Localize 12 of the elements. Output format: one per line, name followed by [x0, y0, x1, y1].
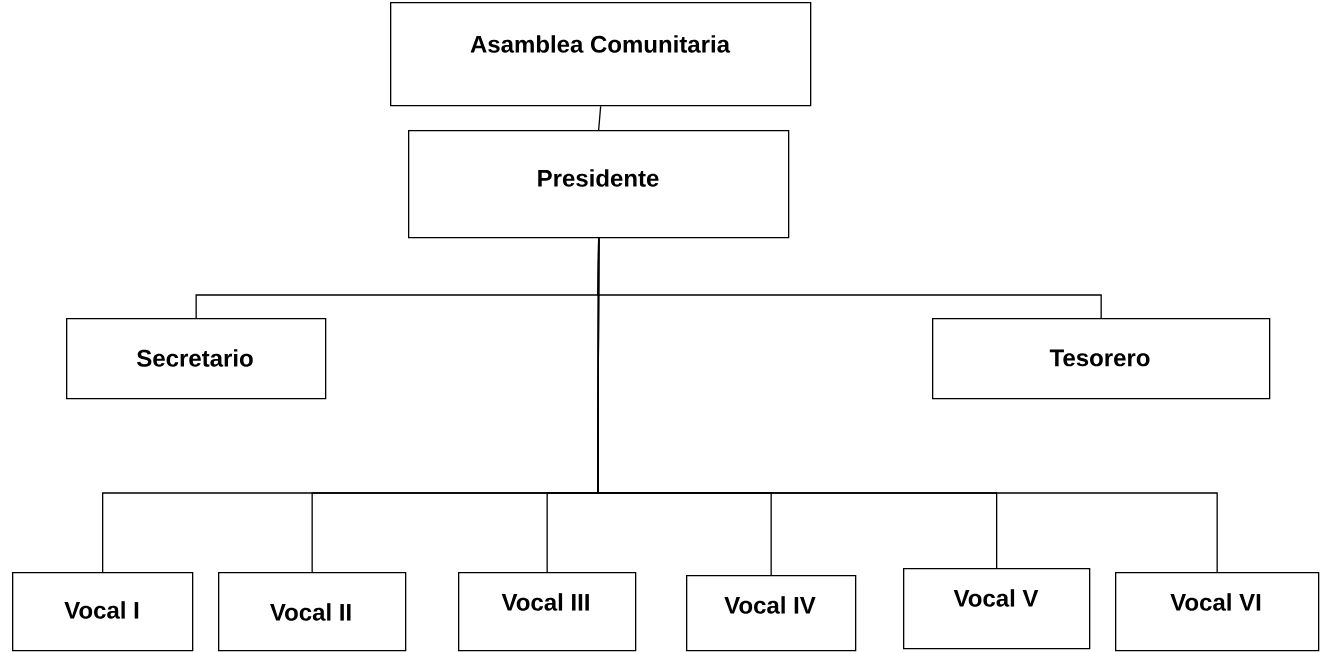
connector-line [598, 105, 602, 131]
org-box: Vocal V [903, 568, 1091, 650]
org-box: Presidente [408, 130, 790, 239]
connector-line [597, 237, 1218, 573]
org-box: Tesorero [932, 318, 1271, 400]
org-box: Vocal II [218, 572, 407, 652]
org-box: Vocal I [12, 572, 194, 652]
org-box: Vocal III [458, 572, 637, 652]
org-box: Vocal IV [686, 575, 857, 652]
org-box: Vocal VI [1115, 572, 1320, 652]
top-box: Asamblea Comunitaria [390, 2, 812, 107]
org-box: Secretario [66, 318, 327, 400]
